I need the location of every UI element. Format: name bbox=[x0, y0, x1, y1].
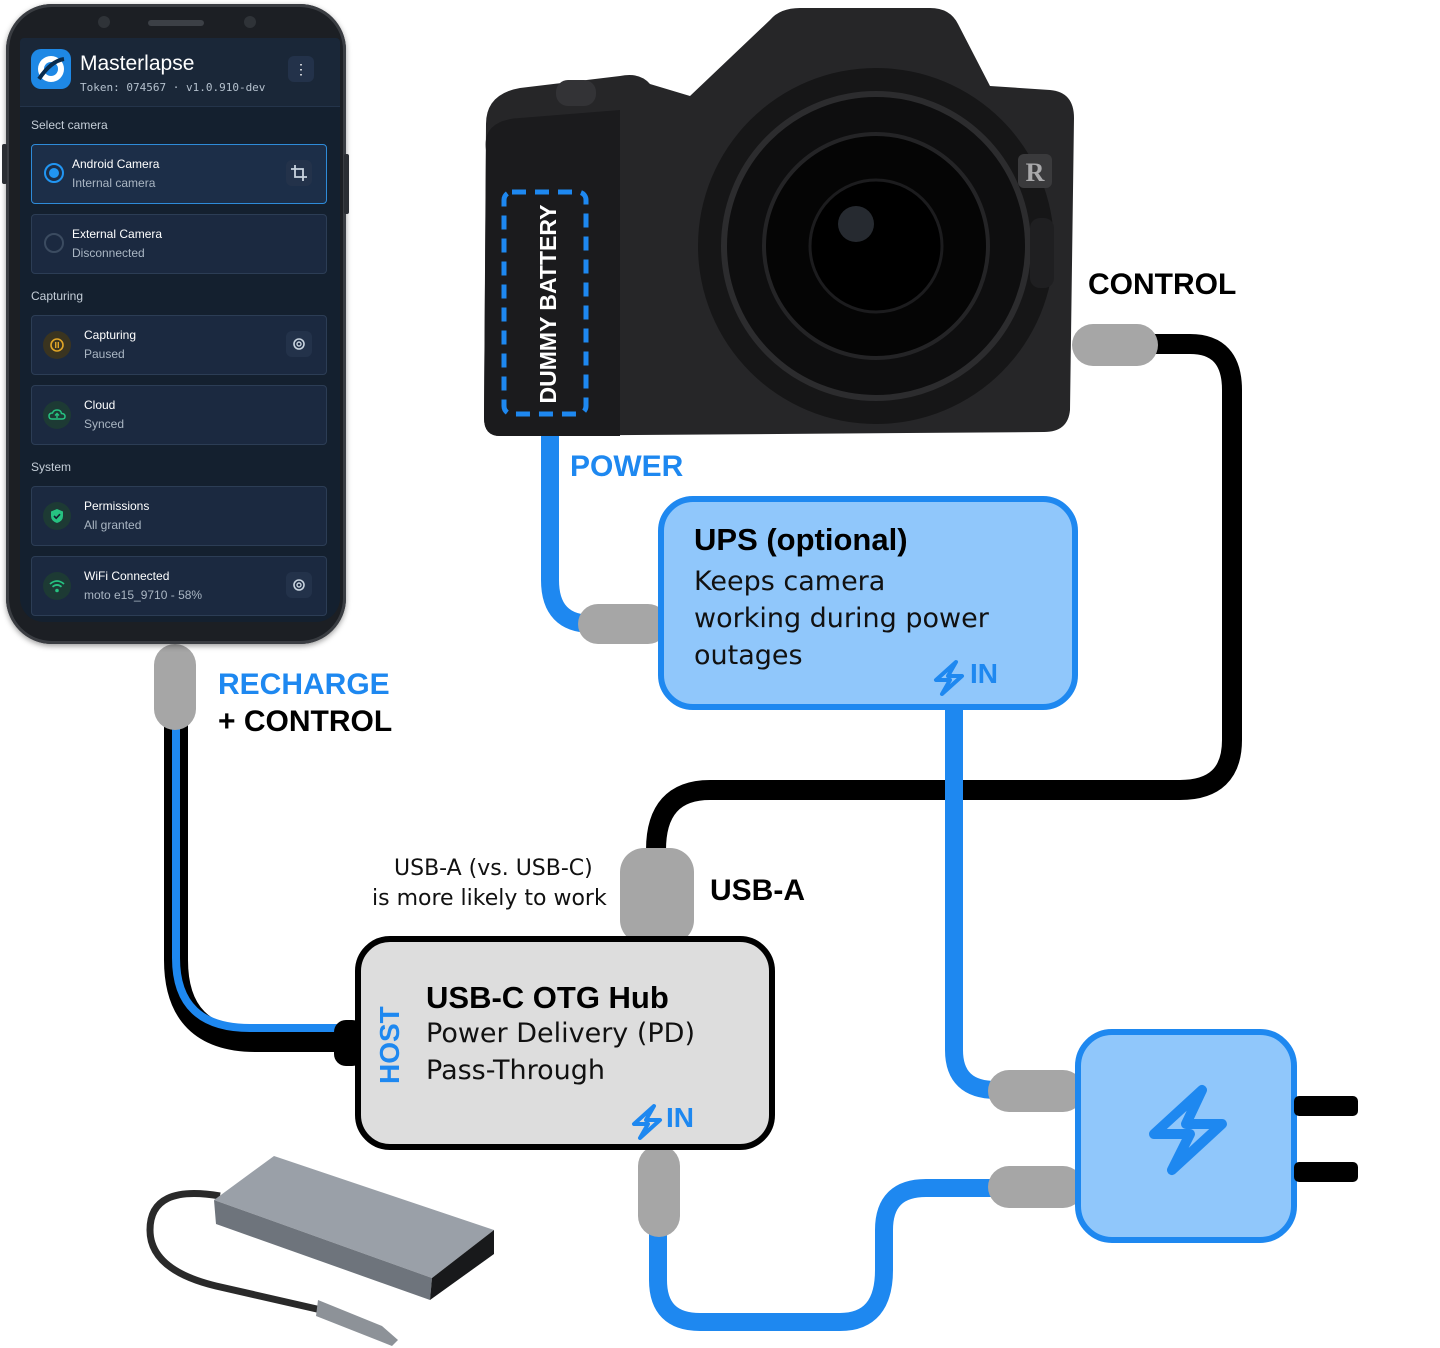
card-title: Android Camera bbox=[72, 157, 160, 171]
ups-in-bolt-icon bbox=[934, 660, 964, 696]
radio-selected-icon bbox=[43, 162, 65, 184]
hub-in-label: IN bbox=[666, 1102, 694, 1133]
phone-plug bbox=[154, 644, 196, 730]
radio-empty-icon bbox=[43, 232, 65, 254]
dummy-battery-label: DUMMY BATTERY bbox=[535, 205, 561, 404]
usb-hub-photo bbox=[146, 1156, 494, 1346]
ups-in-cable bbox=[945, 700, 997, 1099]
hub-usb-a-plug bbox=[620, 848, 694, 944]
phone-screen: Masterlapse Token: 074567 · v1.0.910-dev… bbox=[20, 38, 340, 622]
charger-plug-bottom bbox=[988, 1166, 1084, 1208]
ups-box bbox=[658, 496, 1078, 710]
card-subtitle: moto e15_9710 - 58% bbox=[84, 588, 203, 602]
recharge-label: RECHARGE bbox=[218, 668, 390, 701]
wifi-icon bbox=[43, 572, 71, 600]
card-subtitle: All granted bbox=[84, 518, 142, 532]
phone: Masterlapse Token: 074567 · v1.0.910-dev… bbox=[2, 4, 349, 644]
camera-control-plug bbox=[1072, 324, 1158, 366]
hub-in-bolt-icon bbox=[632, 1104, 662, 1140]
card-title: External Camera bbox=[72, 227, 163, 241]
shield-check-icon bbox=[43, 502, 71, 530]
usb-note-line: USB-A (vs. USB-C) bbox=[394, 856, 593, 881]
masterlapse-logo-icon bbox=[31, 49, 71, 89]
card-title: Capturing bbox=[84, 328, 137, 342]
card-title: Permissions bbox=[84, 499, 150, 513]
front-sensor-dot bbox=[244, 16, 256, 28]
power-button bbox=[344, 154, 349, 214]
card-android-camera[interactable]: Android Camera Internal camera bbox=[31, 144, 327, 204]
card-subtitle: Paused bbox=[84, 347, 125, 361]
pause-icon bbox=[43, 331, 71, 359]
volume-button bbox=[2, 144, 7, 184]
app-title: Masterlapse bbox=[80, 52, 195, 75]
plus-control-label: + CONTROL bbox=[218, 705, 393, 738]
card-subtitle: Disconnected bbox=[72, 246, 145, 260]
charger-plug-top bbox=[988, 1070, 1084, 1112]
earpiece-speaker bbox=[148, 20, 204, 26]
card-capturing[interactable]: Capturing Paused bbox=[31, 315, 327, 375]
cloud-upload-icon bbox=[43, 401, 71, 429]
gear-icon[interactable] bbox=[286, 331, 312, 357]
section-system: System bbox=[31, 460, 72, 474]
app-token-version: Token: 074567 · v1.0.910-dev bbox=[80, 81, 266, 94]
hub-in-cable bbox=[649, 1179, 1000, 1331]
crop-icon[interactable] bbox=[286, 160, 312, 186]
usb-a-label: USB-A bbox=[710, 874, 805, 907]
card-external-camera[interactable]: External Camera Disconnected bbox=[31, 214, 327, 274]
ups-in-label: IN bbox=[970, 658, 998, 689]
camera-illustration: R bbox=[484, 8, 1074, 436]
hub-box bbox=[355, 936, 775, 1150]
card-title: WiFi Connected bbox=[84, 569, 170, 583]
card-permissions[interactable]: Permissions All granted bbox=[31, 486, 327, 546]
ups-title: UPS (optional) bbox=[694, 522, 908, 557]
hub-title: USB-C OTG Hub bbox=[426, 980, 669, 1015]
card-title: Cloud bbox=[84, 398, 116, 412]
section-select-camera: Select camera bbox=[31, 118, 108, 132]
usb-note-line: is more likely to work bbox=[372, 886, 607, 911]
power-label: POWER bbox=[570, 450, 684, 483]
charger-prong-top bbox=[1294, 1096, 1358, 1116]
app-header: Masterlapse Token: 074567 · v1.0.910-dev… bbox=[20, 38, 340, 107]
phone-cable-blue bbox=[172, 720, 345, 1032]
front-camera-dot bbox=[98, 16, 110, 28]
card-wifi[interactable]: WiFi Connected moto e15_9710 - 58% bbox=[31, 556, 327, 616]
control-label: CONTROL bbox=[1088, 268, 1237, 301]
charger-bolt-icon bbox=[1149, 1085, 1227, 1175]
camera-badge: R bbox=[1026, 158, 1045, 187]
card-subtitle: Internal camera bbox=[72, 176, 156, 190]
ups-line: outages bbox=[694, 640, 803, 671]
overflow-menu-button[interactable]: ⋮ bbox=[288, 56, 314, 82]
hub-line: Pass-Through bbox=[426, 1055, 606, 1086]
camera-control-cable bbox=[646, 334, 1242, 870]
hub-in-plug bbox=[638, 1145, 680, 1237]
dummy-battery-outline bbox=[501, 189, 589, 417]
ups-line: working during power bbox=[694, 603, 989, 634]
hub-host-label: HOST bbox=[374, 1006, 405, 1084]
ups-line: Keeps camera bbox=[694, 566, 886, 597]
section-capturing: Capturing bbox=[31, 289, 84, 303]
hub-line: Power Delivery (PD) bbox=[426, 1018, 696, 1049]
phone-cable-black bbox=[164, 720, 350, 1052]
ups-power-plug bbox=[578, 604, 668, 644]
charger-prong-bottom bbox=[1294, 1162, 1358, 1182]
card-cloud[interactable]: Cloud Synced bbox=[31, 385, 327, 445]
card-subtitle: Synced bbox=[84, 417, 125, 431]
gear-icon[interactable] bbox=[286, 572, 312, 598]
